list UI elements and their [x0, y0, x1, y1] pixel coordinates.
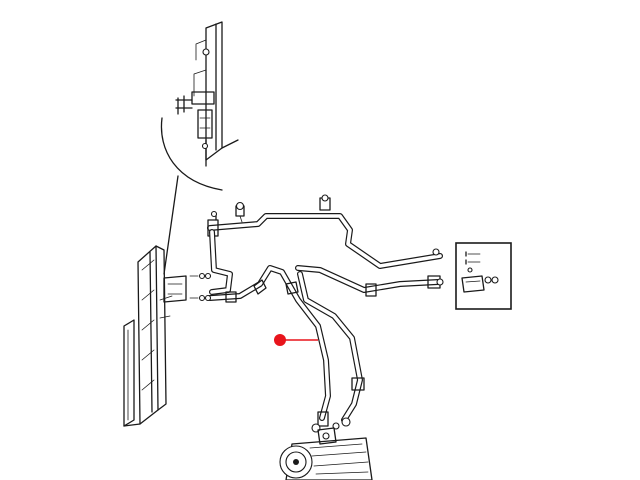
compressor — [279, 427, 373, 480]
fastener-detail-box — [455, 242, 512, 310]
red-dot-callout — [274, 334, 286, 346]
suction-hose — [295, 265, 444, 430]
hardware-nuts — [189, 272, 212, 302]
condenser-assembly — [123, 245, 187, 427]
liquid-line-upper — [207, 194, 443, 295]
condenser-detail-view — [160, 21, 239, 275]
highlighted-part-callout — [274, 334, 318, 346]
discharge-hose — [207, 265, 331, 433]
